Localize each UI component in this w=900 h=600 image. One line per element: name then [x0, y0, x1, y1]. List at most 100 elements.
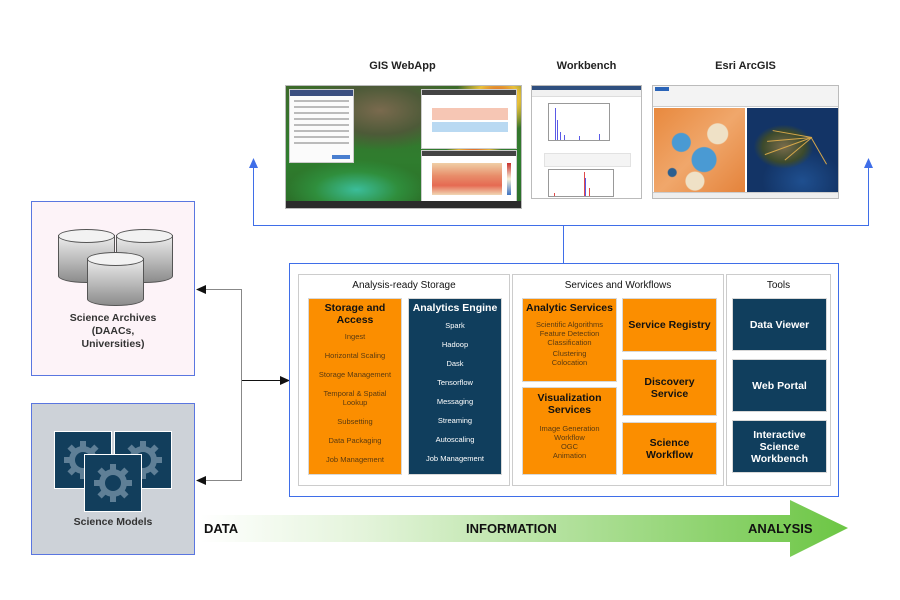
list-item: Subsetting: [337, 417, 373, 426]
box-title: Web Portal: [752, 379, 807, 392]
science-archives-label: Science Archives (DAACs, Universities): [32, 312, 194, 351]
list-item: Messaging: [436, 397, 474, 406]
esri-arcgis-label: Esri ArcGIS: [715, 60, 776, 72]
arrowhead-left-models-icon: [196, 476, 206, 485]
services-and-workflows-section: Services and Workflows Analytic Services…: [512, 274, 724, 486]
list-item: Autoscaling: [435, 435, 475, 444]
flow-label-information: INFORMATION: [466, 521, 557, 536]
list-item: Temporal & Spatial Lookup: [323, 389, 387, 407]
science-models-label: Science Models: [73, 516, 153, 528]
data-to-analysis-flow-arrow: DATA INFORMATION ANALYSIS: [200, 500, 848, 560]
list-item: Spark: [445, 321, 465, 330]
arcgis-choropleth-map: [654, 108, 745, 194]
list-item: Horizontal Scaling: [324, 351, 386, 360]
arrowhead-up-right-icon: [864, 158, 873, 168]
archives-label-line: Science Archives: [69, 312, 157, 324]
gear-icon: [84, 454, 142, 512]
list-item: Workflow: [554, 433, 585, 442]
workbench-label: Workbench: [556, 60, 617, 72]
gis-control-panel: [289, 89, 354, 163]
list-item: Animation: [552, 451, 587, 460]
list-item: Data Packaging: [328, 436, 382, 445]
box-title: Service Registry: [628, 319, 711, 331]
list-item: Hadoop: [441, 340, 469, 349]
box-title: Interactive: [753, 428, 806, 441]
connector-vertical-bus: [241, 289, 242, 481]
list-item: Feature Detection: [539, 329, 600, 338]
box-title: Workbench: [751, 452, 808, 465]
box-title: Services: [547, 404, 592, 416]
box-title: Visualization: [537, 392, 602, 404]
box-title: Storage and: [324, 302, 386, 314]
box-title: Analytics Engine: [412, 302, 498, 314]
list-item: OGC: [560, 442, 579, 451]
analysis-ready-storage-section: Analysis-ready Storage Storage and Acces…: [298, 274, 510, 486]
arrowhead-up-left-icon: [249, 158, 258, 168]
arcgis-flow-map: [747, 108, 838, 194]
list-item: Tensorflow: [437, 378, 473, 387]
list-item: Image Generation: [539, 424, 600, 433]
list-item: Dask: [446, 359, 464, 368]
gis-hovmoller-panel: [421, 150, 517, 206]
box-title: Discovery: [644, 375, 695, 388]
gis-webapp-screenshot: [285, 85, 522, 209]
list-item: Colocation: [551, 358, 588, 367]
connector-right-up: [868, 166, 869, 226]
list-item: Clustering: [552, 349, 587, 358]
box-title: Workflow: [645, 448, 694, 461]
workbench-plot-2: [548, 169, 614, 197]
analytic-services-box: Analytic Services Scientific Algorithms …: [522, 298, 617, 382]
flow-arrow-shape: [200, 500, 848, 557]
web-portal-box: Web Portal: [732, 359, 827, 412]
section-title: Tools: [766, 280, 791, 291]
connector-to-system: [242, 380, 282, 381]
flow-label-data: DATA: [204, 521, 239, 536]
gis-timeline: [286, 201, 521, 208]
arrowhead-right-system-icon: [280, 376, 290, 385]
list-item: Scientific Algorithms: [535, 320, 604, 329]
connector-to-models: [205, 480, 242, 481]
gis-webapp-label: GIS WebApp: [369, 60, 436, 72]
database-cylinder-icon: [87, 252, 144, 312]
box-title: Access: [336, 314, 374, 326]
visualization-services-box: Visualization Services Image Generation …: [522, 387, 617, 475]
list-item: Streaming: [437, 416, 473, 425]
box-title: Analytic Services: [526, 302, 613, 314]
connector-left-up: [253, 166, 254, 226]
archives-label-line: (DAACs,: [91, 325, 135, 337]
list-item: Job Management: [426, 454, 484, 463]
arrowhead-left-archives-icon: [196, 285, 206, 294]
list-item: Job Management: [326, 455, 384, 464]
connector-horizontal: [253, 225, 868, 226]
list-item: Classification: [547, 338, 592, 347]
list-item: Storage Management: [318, 370, 392, 379]
data-viewer-box: Data Viewer: [732, 298, 827, 351]
service-registry-box: Service Registry: [622, 298, 717, 352]
science-archives-box: Science Archives (DAACs, Universities): [31, 201, 195, 376]
interactive-science-workbench-box: Interactive Science Workbench: [732, 420, 827, 473]
section-title: Analysis-ready Storage: [352, 280, 456, 291]
box-title: Data Viewer: [749, 318, 810, 331]
database-cylinder-icon: [116, 229, 173, 289]
box-title: Science: [759, 440, 800, 453]
flow-label-analysis: ANALYSIS: [748, 521, 813, 536]
box-title: Service: [650, 387, 689, 400]
science-workflow-box: Science Workflow: [622, 422, 717, 475]
system-architecture-box: Analysis-ready Storage Storage and Acces…: [289, 263, 839, 497]
workbench-plot-1: [548, 103, 610, 141]
storage-and-access-box: Storage and Access Ingest Horizontal Sca…: [308, 298, 402, 475]
gis-time-series-panel: [421, 89, 517, 149]
tools-section: Tools Data Viewer Web Portal Interactive…: [726, 274, 831, 486]
discovery-service-box: Discovery Service: [622, 359, 717, 416]
analytics-engine-box: Analytics Engine Spark Hadoop Dask Tenso…: [408, 298, 502, 475]
section-title: Services and Workflows: [564, 280, 672, 291]
workbench-screenshot: [531, 85, 642, 199]
archives-label-line: Universities): [81, 338, 145, 350]
connector-system-up: [563, 226, 564, 263]
box-title: Science: [649, 436, 690, 449]
workbench-code-cell: [544, 153, 631, 167]
list-item: Ingest: [344, 332, 366, 341]
science-models-box: Science Models: [31, 403, 195, 555]
esri-arcgis-screenshot: [652, 85, 839, 199]
connector-to-archives: [205, 289, 242, 290]
